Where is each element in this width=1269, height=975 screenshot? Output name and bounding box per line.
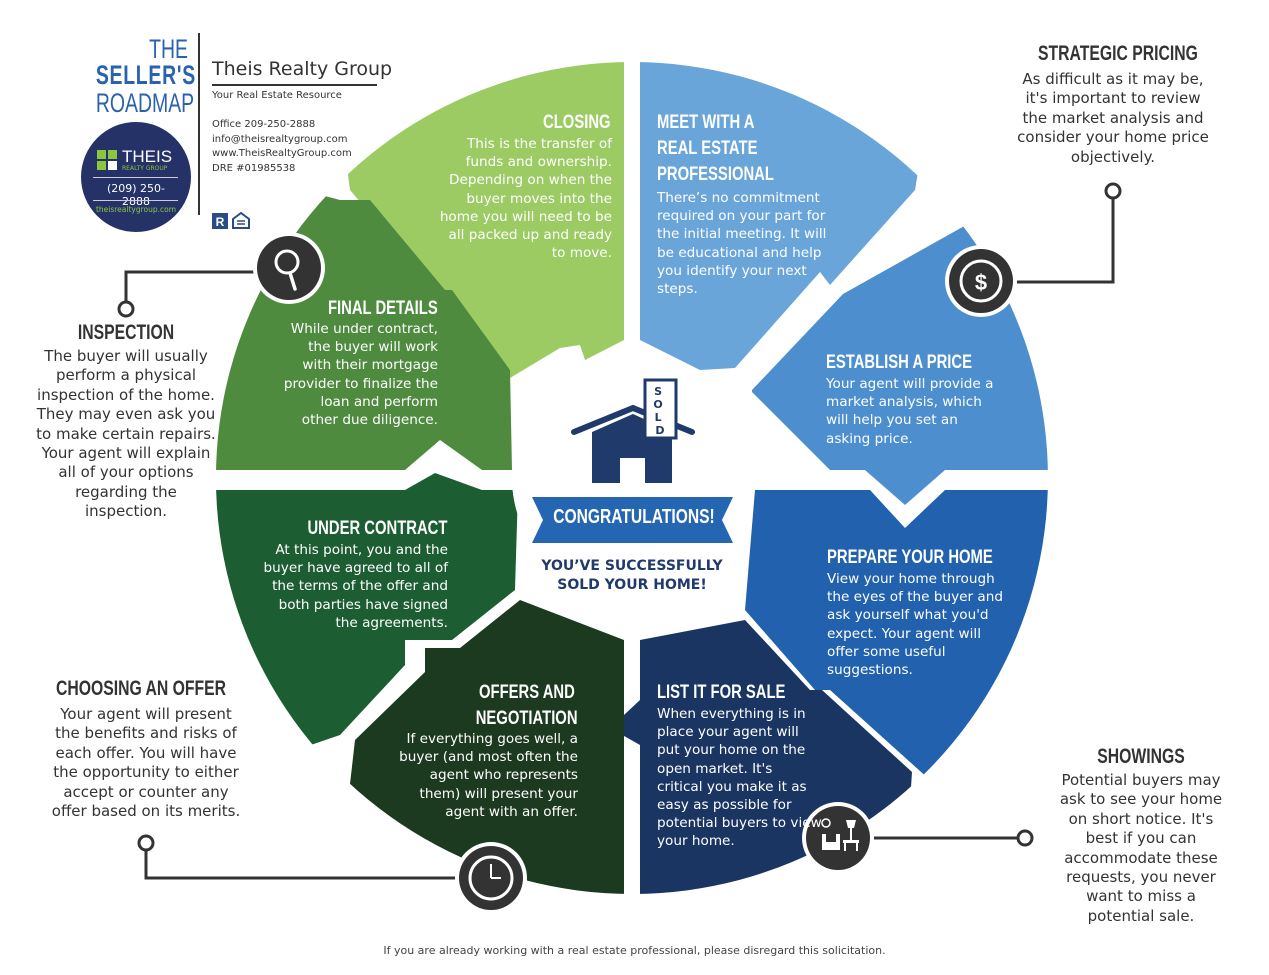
prepare-body: View your home through the eyes of the b… bbox=[827, 571, 1003, 679]
inspection-body: The buyer will usually perform a physica… bbox=[36, 347, 216, 521]
establish-body: Your agent will provide a market analysi… bbox=[826, 376, 994, 447]
furniture-icon bbox=[802, 802, 874, 874]
logo-url: theisrealtygroup.com bbox=[95, 205, 177, 214]
equal-housing-icon bbox=[232, 211, 250, 229]
email-link[interactable]: info@theisrealtygroup.com bbox=[212, 133, 348, 145]
congrats-title: CONGRATULATIONS! bbox=[553, 506, 715, 528]
strategic-pricing-body: As difficult as it may be, it's importan… bbox=[1017, 70, 1209, 166]
logo-divider bbox=[93, 200, 178, 201]
inspection-title: INSPECTION bbox=[77, 321, 175, 344]
svg-text:$: $ bbox=[975, 270, 987, 295]
meet-body: There’s no commitment required on your p… bbox=[657, 190, 827, 298]
closing-title: CLOSING bbox=[543, 112, 611, 133]
dollar-icon: $ bbox=[945, 245, 1017, 317]
strategic-pricing-title: STRATEGIC PRICING bbox=[1038, 42, 1198, 65]
meet-title-line3: PROFESSIONAL bbox=[657, 164, 774, 185]
congrats-banner bbox=[532, 497, 733, 543]
logo-divider bbox=[93, 177, 178, 178]
offers-body: If everything goes well, a buyer (and mo… bbox=[399, 731, 578, 820]
title-sellers: SELLER'S bbox=[95, 60, 196, 90]
final-details-body: While under contract, the buyer will wor… bbox=[283, 321, 438, 429]
office-phone: Office 209-250-2888 bbox=[212, 119, 316, 130]
realtor-logo-icon: R bbox=[212, 213, 228, 229]
logo-house-icon bbox=[108, 161, 117, 170]
svg-text:R: R bbox=[216, 215, 225, 229]
under-contract-body: At this point, you and the buyer have ag… bbox=[263, 542, 448, 631]
connector-choosing-offer bbox=[144, 850, 462, 880]
closing-body: This is the transfer of funds and owners… bbox=[439, 136, 612, 262]
offers-title-line2: NEGOTIATION bbox=[476, 708, 578, 729]
dre-number: DRE #01985538 bbox=[212, 162, 296, 174]
logo-phone: (209) 250-2888 bbox=[106, 182, 166, 208]
logo-name: THEIS bbox=[122, 147, 173, 166]
header-divider bbox=[198, 33, 200, 215]
under-contract-title: UNDER CONTRACT bbox=[307, 518, 447, 539]
clock-icon bbox=[455, 842, 527, 914]
offers-title-line1: OFFERS AND bbox=[479, 682, 575, 703]
contact-block: Office 209-250-2888 info@theisrealtygrou… bbox=[212, 118, 352, 176]
magnifier-icon bbox=[253, 232, 325, 304]
list-body: When everything is in place your agent w… bbox=[657, 706, 822, 850]
choosing-offer-title: CHOOSING AN OFFER bbox=[56, 677, 227, 700]
title-the: THE bbox=[149, 34, 188, 64]
meet-title-line2: REAL ESTATE bbox=[657, 138, 758, 159]
disclaimer: If you are already working with a real e… bbox=[383, 944, 886, 957]
sold-line-2: SOLD YOUR HOME! bbox=[557, 577, 707, 593]
showings-title: SHOWINGS bbox=[1097, 745, 1185, 768]
meet-title-line1: MEET WITH A bbox=[657, 112, 755, 133]
connector-strategic-pricing bbox=[1000, 198, 1115, 284]
connector-inspection bbox=[124, 270, 260, 302]
final-details-title: FINAL DETAILS bbox=[328, 298, 438, 319]
prepare-title: PREPARE YOUR HOME bbox=[827, 547, 993, 568]
connector-dot-strategic bbox=[1104, 182, 1122, 200]
sold-house-icon bbox=[571, 378, 695, 483]
establish-title: ESTABLISH A PRICE bbox=[826, 352, 973, 373]
company-tagline: Your Real Estate Resource bbox=[212, 90, 342, 101]
logo-square-icon bbox=[97, 150, 106, 159]
company-name: Theis Realty Group bbox=[212, 58, 393, 80]
website-link[interactable]: www.TheisRealtyGroup.com bbox=[212, 148, 352, 159]
list-title: LIST IT FOR SALE bbox=[657, 682, 786, 703]
sold-line-1: YOU’VE SUCCESSFULLY bbox=[541, 558, 723, 574]
logo-subname: REALTY GROUP bbox=[122, 165, 168, 172]
company-underline bbox=[212, 84, 377, 86]
sold-sign-letters: S O L D bbox=[653, 385, 666, 437]
showings-body: Potential buyers may ask to see your hom… bbox=[1059, 771, 1223, 925]
connector-dot-inspection bbox=[117, 300, 135, 318]
connector-dot-showings bbox=[1016, 829, 1034, 847]
connector-dot-choosing bbox=[137, 834, 155, 852]
title-roadmap: ROADMAP bbox=[95, 88, 195, 118]
choosing-offer-body: Your agent will present the benefits and… bbox=[51, 705, 241, 821]
logo-square-icon bbox=[97, 161, 106, 170]
logo-square-icon bbox=[108, 150, 117, 159]
